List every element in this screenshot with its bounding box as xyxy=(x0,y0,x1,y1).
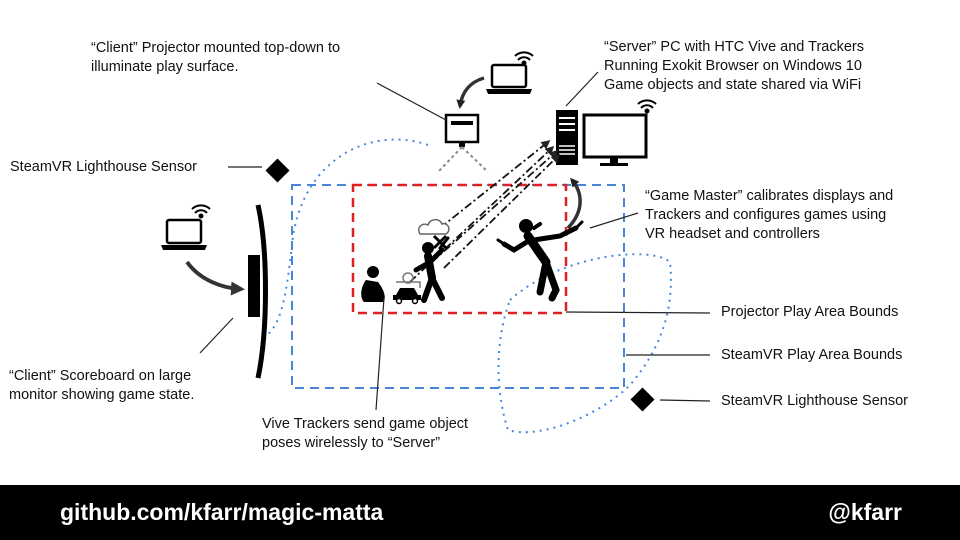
projector-icon xyxy=(437,113,489,173)
game-master-label-line-2: Trackers and configures games using xyxy=(645,207,887,223)
tracker-link-4 xyxy=(443,153,561,269)
server-pc-label-line-1: “Server” PC with HTC Vive and Trackers xyxy=(604,39,864,55)
lighthouse-range-top xyxy=(261,138,429,339)
lighthouse-range-bottom xyxy=(497,253,672,434)
client-scoreboard-label-line-2: monitor showing game state. xyxy=(9,387,195,403)
server-pc-label: “Server” PC with HTC Vive and Trackers R… xyxy=(604,38,864,95)
projector-play-area-bounds xyxy=(351,183,568,315)
diagram-canvas xyxy=(161,51,711,434)
steamvr-bounds-label-line-1: SteamVR Play Area Bounds xyxy=(721,347,903,363)
laptop-top-icon xyxy=(486,51,534,94)
game-master-label: “Game Master” calibrates displays and Tr… xyxy=(645,187,893,244)
server-pc-icon xyxy=(556,99,657,166)
lighthouse-sensor-bottom-icon xyxy=(630,387,655,412)
scoreboard-monitor-icon xyxy=(248,204,268,379)
leader-lighthouse-bottom xyxy=(659,399,711,402)
projector-bounds-label: Projector Play Area Bounds xyxy=(721,303,898,322)
toy-car-icon xyxy=(393,272,421,305)
laptop-to-projector-arrow xyxy=(456,76,485,109)
projector-bounds-label-line-1: Projector Play Area Bounds xyxy=(721,304,899,320)
leader-game-master xyxy=(589,212,639,229)
footer-bar: github.com/kfarr/magic-matta @kfarr xyxy=(0,485,960,540)
steamvr-bounds-label: SteamVR Play Area Bounds xyxy=(721,346,902,365)
leader-server-pc xyxy=(565,71,599,107)
server-pc-label-line-3: Game objects and state shared via WiFi xyxy=(604,77,862,93)
vive-trackers-label-line-2: poses wirelessly to “Server” xyxy=(262,435,441,451)
leader-vive-trackers xyxy=(375,297,385,411)
lighthouse-bottom-label: SteamVR Lighthouse Sensor xyxy=(721,392,908,411)
leader-projector-bounds xyxy=(565,311,711,314)
cross-icon xyxy=(432,234,448,250)
client-projector-label-line-1: “Client” Projector mounted top-down to xyxy=(91,40,341,56)
vive-trackers-label: Vive Trackers send game object poses wir… xyxy=(262,415,468,453)
vive-trackers-label-line-1: Vive Trackers send game object xyxy=(262,416,469,432)
leader-client-projector xyxy=(376,82,447,121)
leader-client-scoreboard xyxy=(199,317,234,354)
game-master-figure-icon xyxy=(496,219,584,302)
tracker-link-1 xyxy=(439,140,551,229)
client-scoreboard-label: “Client” Scoreboard on large monitor sho… xyxy=(9,367,194,405)
client-projector-label-line-2: illuminate play surface. xyxy=(91,59,239,75)
laptop-to-monitor-arrow xyxy=(185,260,245,296)
twitter-handle[interactable]: @kfarr xyxy=(828,499,902,525)
steamvr-play-area-bounds xyxy=(291,184,625,389)
laptop-left-icon xyxy=(161,204,211,250)
kneeling-player-icon xyxy=(361,266,385,302)
tracker-link-3 xyxy=(431,150,559,263)
player-figure-icon xyxy=(413,236,450,303)
repo-link[interactable]: github.com/kfarr/magic-matta xyxy=(60,499,384,525)
game-master-label-line-1: “Game Master” calibrates displays and xyxy=(645,188,894,204)
lighthouse-bottom-label-line-1: SteamVR Lighthouse Sensor xyxy=(721,393,908,409)
client-scoreboard-label-line-1: “Client” Scoreboard on large xyxy=(9,368,192,384)
lighthouse-top-label: SteamVR Lighthouse Sensor xyxy=(10,158,197,177)
client-projector-label: “Client” Projector mounted top-down to i… xyxy=(91,39,340,77)
lighthouse-sensor-top-icon xyxy=(265,158,290,183)
lighthouse-top-label-line-1: SteamVR Lighthouse Sensor xyxy=(10,159,197,175)
server-pc-label-line-2: Running Exokit Browser on Windows 10 xyxy=(604,58,862,74)
game-master-label-line-3: VR headset and controllers xyxy=(645,226,820,242)
cloud-icon xyxy=(417,218,450,235)
game-master-to-server-arrow xyxy=(566,177,582,230)
